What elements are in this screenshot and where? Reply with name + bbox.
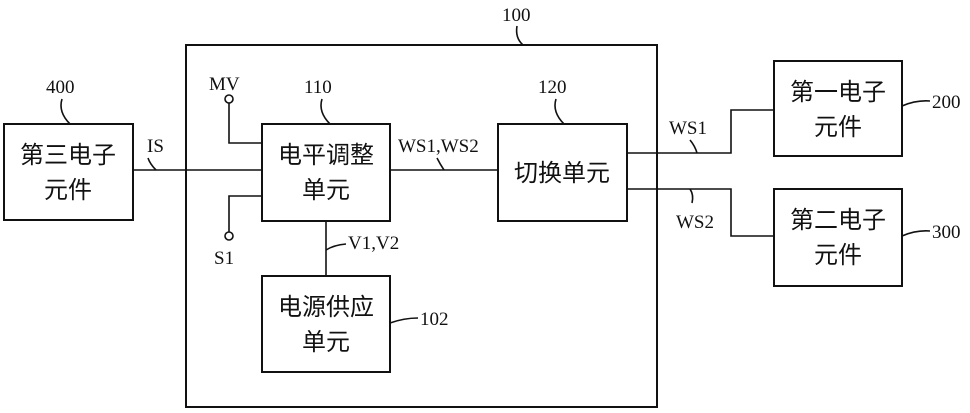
second-element-label-2: 元件 xyxy=(814,241,862,269)
system-ref-label: 100 xyxy=(502,5,531,26)
tick-ws12 xyxy=(437,158,444,170)
level-adjust-label-2: 单元 xyxy=(302,176,350,204)
first-element-box xyxy=(774,61,902,156)
third-element-box xyxy=(4,124,133,220)
terminal-mv xyxy=(225,95,233,103)
first-element-label-1: 第一电子 xyxy=(790,78,886,106)
signal-ws2-label: WS2 xyxy=(676,212,714,233)
system-ref-leader xyxy=(517,26,523,45)
first-element-ref: 200 xyxy=(932,92,961,113)
third-element-label-2: 元件 xyxy=(44,176,92,204)
third-element-label-1: 第三电子 xyxy=(20,141,116,169)
level-adjust-ref: 110 xyxy=(304,77,332,98)
power-ref-leader xyxy=(390,318,418,323)
second-element-ref-leader xyxy=(902,231,930,236)
level-adjust-ref-leader xyxy=(321,99,330,124)
second-element-label-1: 第二电子 xyxy=(790,206,886,234)
power-box xyxy=(262,276,390,372)
level-adjust-label-1: 电平调整 xyxy=(278,141,374,169)
level-adjust-box xyxy=(262,124,390,221)
signal-ws1-label: WS1 xyxy=(669,118,707,139)
first-element-ref-leader xyxy=(902,101,930,106)
system-box xyxy=(186,45,657,407)
signal-ws12-label: WS1,WS2 xyxy=(398,136,479,157)
signal-s1-label: S1 xyxy=(214,248,234,269)
wire-s1 xyxy=(229,196,262,232)
third-element-ref: 400 xyxy=(46,77,75,98)
power-ref: 102 xyxy=(420,309,449,330)
first-element-label-2: 元件 xyxy=(814,113,862,141)
wire-mv xyxy=(229,103,262,143)
tick-v12 xyxy=(326,244,346,250)
tick-ws2 xyxy=(690,189,693,203)
second-element-ref: 300 xyxy=(932,222,961,243)
second-element-box xyxy=(774,189,902,286)
third-element-ref-leader xyxy=(61,99,70,124)
tick-is xyxy=(148,158,156,170)
power-label-1: 电源供应 xyxy=(278,293,374,321)
switch-ref: 120 xyxy=(538,77,567,98)
terminal-s1 xyxy=(225,232,233,240)
signal-mv-label: MV xyxy=(209,74,240,95)
switch-ref-leader xyxy=(555,99,564,124)
signal-is-label: IS xyxy=(147,136,164,157)
signal-v12-label: V1,V2 xyxy=(348,233,399,254)
tick-ws1 xyxy=(690,140,697,153)
power-label-2: 单元 xyxy=(302,328,350,356)
switch-label: 切换单元 xyxy=(514,159,610,187)
